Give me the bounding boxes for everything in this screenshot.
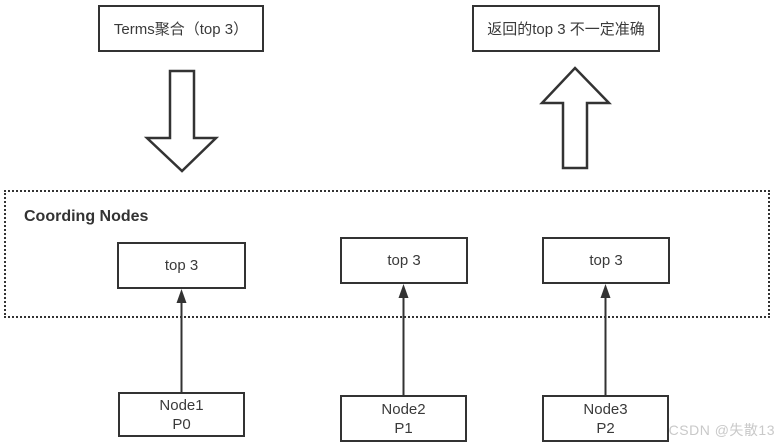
coordinating-nodes-label: Coording Nodes [24,208,149,225]
top3-label-1: top 3 [164,257,199,274]
node1-name: Node1 [159,396,204,414]
node3-box: Node3 P2 [542,395,669,442]
top3-box-1: top 3 [117,242,246,289]
node2-box: Node2 P1 [340,395,467,442]
up-block-arrow-icon [539,66,612,170]
node2-name: Node2 [381,400,426,418]
watermark-text: CSDN @失散13 [668,422,775,438]
top3-label-2: top 3 [387,252,421,269]
top3-label-3: top 3 [589,252,623,269]
terms-aggregation-label: Terms聚合（top 3） [113,21,249,38]
returned-top3-label: 返回的top 3 不一定准确 [487,21,645,38]
down-block-arrow-icon [143,69,220,173]
node2-shard: P1 [394,419,413,437]
coordinating-nodes-container: Coording Nodes [4,190,770,318]
returned-top3-box: 返回的top 3 不一定准确 [472,5,660,52]
node3-shard: P2 [596,419,615,437]
top3-box-3: top 3 [542,237,670,284]
node3-name: Node3 [583,400,628,418]
node1-shard: P0 [172,415,191,433]
top3-box-2: top 3 [340,237,468,284]
node1-box: Node1 P0 [118,392,245,437]
terms-aggregation-box: Terms聚合（top 3） [98,5,264,52]
